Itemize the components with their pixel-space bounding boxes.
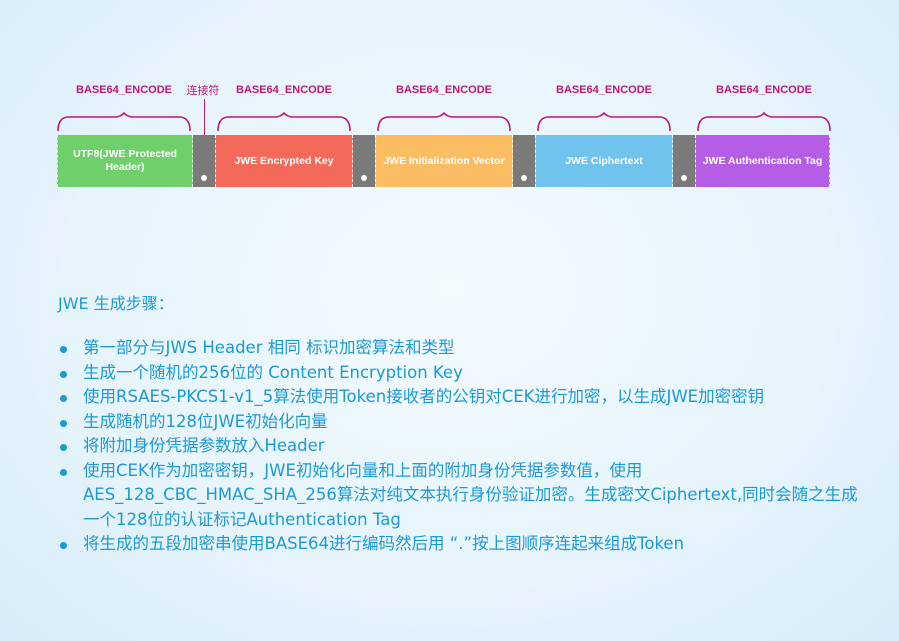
separator-dot-3 [513,135,535,187]
segment-encrypted-key: JWE Encrypted Key [215,135,353,187]
step-item-3: 使用RSAES-PKCS1-v1_5算法使用Token接收者的公钥对CEK进行加… [58,385,858,410]
encode-label-5: BASE64_ENCODE [716,84,812,96]
brace-2 [217,111,351,132]
bullet-icon [60,370,67,378]
segment-label: JWE Encrypted Key [234,154,334,167]
step-text: 生成随机的128位JWE初始化向量 [83,411,328,431]
encode-label-2: BASE64_ENCODE [236,84,332,96]
connector-label: 连接符 [186,84,220,97]
separator-dot-2 [353,135,375,187]
encode-label-3: BASE64_ENCODE [396,84,492,96]
steps-list: 第一部分与JWS Header 相同 标识加密算法和类型 生成一个随机的256位… [58,336,858,557]
segment-authentication-tag: JWE Authentication Tag [695,135,830,187]
bullet-icon [60,542,67,549]
step-item-1: 第一部分与JWS Header 相同 标识加密算法和类型 [58,336,858,361]
brace-5 [697,111,831,132]
brace-3 [377,111,511,132]
dot-icon [201,175,207,181]
bullet-icon [60,419,67,427]
segment-label: JWE Ciphertext [565,154,643,167]
segment-initialization-vector: JWE Initialization Vector [375,135,513,187]
segment-label: UTF8(JWE Protected Header) [73,148,177,173]
segment-label: JWE Initialization Vector [383,154,505,167]
bullet-icon [60,444,67,451]
step-item-2: 生成一个随机的256位的 Content Encryption Key [58,361,858,386]
step-item-7: 将生成的五段加密串使用BASE64进行编码然后用 “.”按上图顺序连起来组成To… [58,532,858,557]
separator-dot-4 [673,135,695,187]
dot-icon [361,175,367,181]
step-item-5: 将附加身份凭据参数放入Header [58,434,858,459]
segment-ciphertext: JWE Ciphertext [535,135,673,187]
separator-dot-1 [193,135,215,187]
steps-title: JWE 生成步骤： [58,294,174,313]
encode-label-4: BASE64_ENCODE [556,84,652,96]
bullet-icon [60,346,67,353]
segment-protected-header: UTF8(JWE Protected Header) [57,135,193,187]
step-text: 使用RSAES-PKCS1-v1_5算法使用Token接收者的公钥对CEK进行加… [83,387,765,406]
segment-label: JWE Authentication Tag [702,154,823,167]
step-text: 使用CEK作为加密密钥，JWE初始化向量和上面的附加身份凭据参数值，使用AES_… [83,460,858,529]
dot-icon [681,175,687,181]
bullet-icon [60,468,67,476]
step-item-6: 使用CEK作为加密密钥，JWE初始化向量和上面的附加身份凭据参数值，使用AES_… [58,459,858,533]
step-text: 将生成的五段加密串使用BASE64进行编码然后用 “.”按上图顺序连起来组成To… [83,534,685,553]
brace-1 [57,111,191,132]
jwe-structure-diagram: BASE64_ENCODE BASE64_ENCODE BASE64_ENCOD… [0,0,899,200]
step-item-4: 生成随机的128位JWE初始化向量 [58,410,858,435]
dot-icon [521,175,527,181]
step-text: 将附加身份凭据参数放入Header [83,436,325,455]
bullet-icon [60,395,67,402]
brace-4 [537,111,671,132]
encode-label-1: BASE64_ENCODE [76,84,172,96]
connector-pointer-line [204,99,205,161]
step-text: 生成一个随机的256位的 Content Encryption Key [83,362,463,382]
step-text: 第一部分与JWS Header 相同 标识加密算法和类型 [83,338,455,357]
